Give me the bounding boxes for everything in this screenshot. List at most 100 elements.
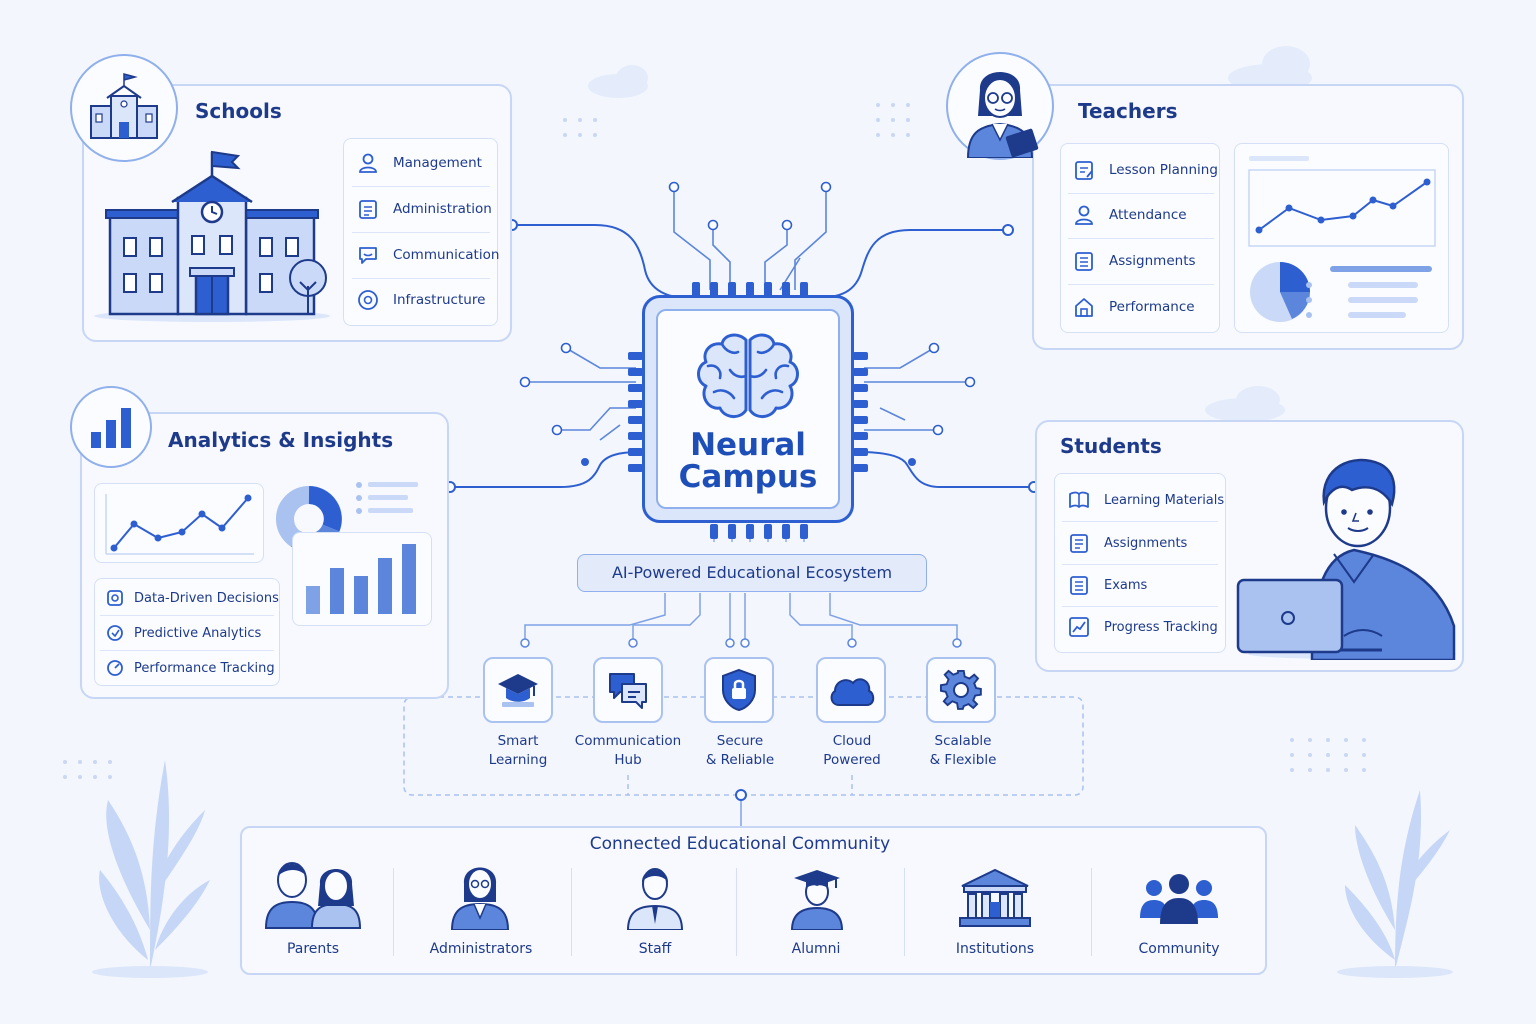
divider xyxy=(352,278,490,279)
trend-up-icon xyxy=(1068,616,1090,638)
teachers-item-assignments[interactable]: Assignments xyxy=(1073,250,1196,272)
divider xyxy=(393,868,394,956)
teachers-item-performance[interactable]: Performance xyxy=(1073,296,1195,318)
analytics-badge xyxy=(70,386,152,468)
divider xyxy=(571,868,572,956)
book-icon xyxy=(1068,489,1090,511)
schools-item-infrastructure[interactable]: Infrastructure xyxy=(357,289,485,311)
divider xyxy=(352,186,490,187)
student-with-laptop-icon xyxy=(1236,458,1456,660)
schools-item-administration[interactable]: Administration xyxy=(357,198,492,220)
feature-cloud-powered-box[interactable] xyxy=(816,657,886,723)
staff-icon xyxy=(626,868,684,930)
exam-icon xyxy=(1068,574,1090,596)
teachers-item-lesson-planning[interactable]: Lesson Planning xyxy=(1073,159,1218,181)
teachers-line-chart xyxy=(1248,156,1436,247)
community-member-institutions[interactable]: Institutions xyxy=(955,941,1035,957)
hub-name-line2: Campus xyxy=(678,459,818,495)
analytics-bar-chart xyxy=(306,544,416,614)
document-icon xyxy=(1068,532,1090,554)
brain-icon xyxy=(697,333,799,418)
community-title: Connected Educational Community xyxy=(589,834,891,854)
user-icon xyxy=(1073,204,1095,226)
analytics-title: Analytics & Insights xyxy=(168,428,394,452)
notebook-icon xyxy=(1073,159,1095,181)
school-building-icon xyxy=(94,150,330,322)
community-panel xyxy=(240,826,1267,975)
feature-smart-learning-box[interactable] xyxy=(483,657,553,723)
community-member-administrators[interactable]: Administrators xyxy=(429,941,533,957)
teachers-pie-chart xyxy=(1250,262,1310,322)
schools-title: Schools xyxy=(195,99,282,123)
institutions-icon xyxy=(959,868,1031,927)
divider xyxy=(1068,193,1214,194)
divider xyxy=(1091,868,1092,956)
analytics-line-chart xyxy=(105,494,254,555)
divider xyxy=(100,650,274,651)
analytics-line-card xyxy=(94,483,264,563)
home-icon xyxy=(1073,296,1095,318)
divider xyxy=(736,868,737,956)
chat-bubbles-icon xyxy=(609,673,647,709)
administrators-icon xyxy=(450,867,510,930)
teachers-title: Teachers xyxy=(1078,99,1178,123)
cloud-icon xyxy=(830,678,875,706)
divider xyxy=(1062,521,1218,522)
analytics-item-data-driven-decisions[interactable]: Data-Driven Decisions xyxy=(104,587,279,609)
students-item-learning-materials[interactable]: Learning Materials xyxy=(1068,489,1224,511)
students-item-assignments[interactable]: Assignments xyxy=(1068,532,1187,554)
students-item-progress-tracking[interactable]: Progress Tracking xyxy=(1068,616,1218,638)
community-group-icon xyxy=(1140,874,1218,924)
gauge-icon xyxy=(104,657,126,679)
divider xyxy=(904,868,905,956)
feature-secure-reliable-label: Secure& Reliable xyxy=(705,733,775,768)
schools-badge xyxy=(70,54,178,162)
document-icon xyxy=(1073,250,1095,272)
feature-communication-hub-box[interactable] xyxy=(593,657,663,723)
students-title: Students xyxy=(1060,434,1162,458)
community-member-alumni[interactable]: Alumni xyxy=(791,941,841,957)
gear-icon xyxy=(940,669,982,710)
feature-secure-reliable-box[interactable] xyxy=(704,657,774,723)
teachers-item-attendance[interactable]: Attendance xyxy=(1073,204,1187,226)
school-icon xyxy=(90,73,158,139)
hub-tagline: AI-Powered Educational Ecosystem xyxy=(577,554,927,592)
feature-scalable-flexible-box[interactable] xyxy=(926,657,996,723)
parents-icon xyxy=(264,862,362,929)
schools-item-management[interactable]: Management xyxy=(357,152,482,174)
community-member-staff[interactable]: Staff xyxy=(638,941,672,957)
alumni-icon xyxy=(790,870,844,930)
analytics-list xyxy=(94,578,280,686)
user-icon xyxy=(357,152,379,174)
analytics-item-predictive-analytics[interactable]: Predictive Analytics xyxy=(104,622,261,644)
chat-icon xyxy=(357,244,379,266)
students-list xyxy=(1054,473,1226,653)
schools-item-communication[interactable]: Communication xyxy=(357,244,499,266)
divider xyxy=(100,615,274,616)
analytics-legend xyxy=(356,482,418,514)
chip-pins xyxy=(628,282,868,542)
teachers-badge xyxy=(946,52,1054,160)
students-item-exams[interactable]: Exams xyxy=(1068,574,1147,596)
teachers-bars-legend xyxy=(1306,266,1432,318)
divider xyxy=(1068,284,1214,285)
graduation-cap-icon xyxy=(498,674,538,707)
divider xyxy=(1062,606,1218,607)
bar-chart-icon xyxy=(91,408,131,448)
shield-lock-icon xyxy=(722,668,756,712)
analytics-item-performance-tracking[interactable]: Performance Tracking xyxy=(104,657,275,679)
community-member-community[interactable]: Community xyxy=(1138,941,1220,957)
feature-scalable-flexible-label: Scalable& Flexible xyxy=(929,733,997,768)
target-icon xyxy=(104,587,126,609)
clipboard-icon xyxy=(357,198,379,220)
community-member-parents[interactable]: Parents xyxy=(286,941,340,957)
divider xyxy=(352,232,490,233)
radar-icon xyxy=(104,622,126,644)
hub-name-line1: Neural xyxy=(690,427,806,463)
divider xyxy=(1062,564,1218,565)
chip-core xyxy=(656,309,840,509)
